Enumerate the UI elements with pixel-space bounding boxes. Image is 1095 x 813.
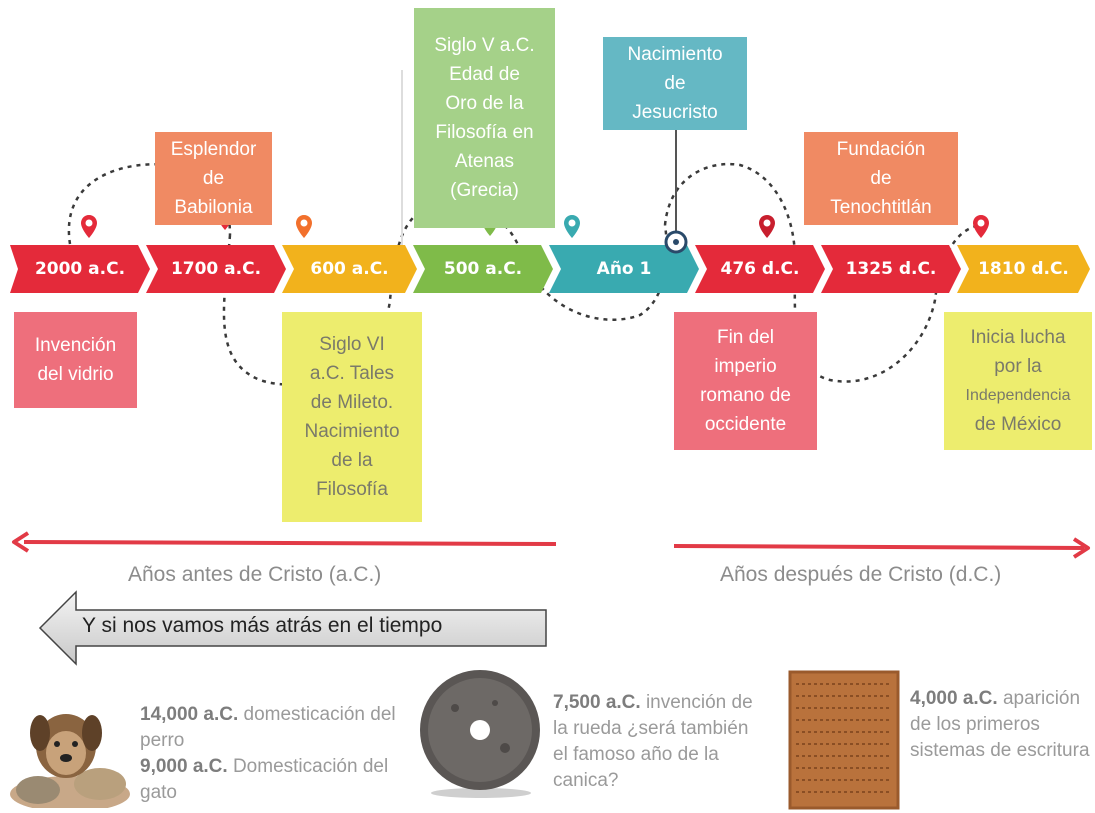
event-line: Fin del: [716, 327, 775, 348]
segment-label: 2000 a.C.: [34, 259, 126, 279]
event-line: Edad de: [449, 64, 520, 85]
event-line: Esplendor: [170, 139, 257, 160]
item-year: 9,000 a.C.: [140, 756, 228, 777]
segment-label: 1810 d.C.: [978, 259, 1069, 279]
item-year: 4,000 a.C.: [910, 688, 998, 709]
event-line: de la: [331, 450, 373, 471]
event-line: Filosofía en: [435, 122, 534, 143]
event-line: de México: [974, 414, 1062, 435]
segment-label: 1700 a.C.: [170, 259, 262, 279]
event-box-babilonia: Esplendor de Babilonia: [155, 132, 272, 225]
clay-tablet-image: [788, 670, 900, 810]
event-line: Inicia lucha: [970, 327, 1066, 348]
map-pin-icon: [296, 215, 312, 238]
timeline-segment: 1325 d.C.: [821, 245, 961, 293]
event-line: de: [202, 168, 225, 189]
event-box-vidrio: Invención del vidrio: [14, 312, 137, 408]
item-text-writing: 4,000 a.C. aparición de los primeros sis…: [910, 686, 1090, 764]
event-line: por la: [994, 356, 1042, 377]
event-line: Independencia: [965, 387, 1071, 404]
event-line: occidente: [704, 414, 787, 435]
event-line: a.C. Tales: [309, 363, 395, 384]
item-desc: domesticación del perro: [140, 704, 396, 751]
event-line: Nacimiento: [304, 421, 400, 442]
event-box-roma: Fin del imperio romano de occidente: [674, 312, 817, 450]
right-era-arrow-icon: [673, 537, 1090, 559]
timeline-segment: 500 a.C.: [413, 245, 553, 293]
timeline-segment: 476 d.C.: [695, 245, 825, 293]
era-before-label: Años antes de Cristo (a.C.): [128, 563, 382, 586]
segment-label: 476 d.C.: [720, 259, 800, 279]
event-line: de: [664, 73, 686, 94]
timeline-segment: Año 1: [549, 245, 699, 293]
event-line: Siglo VI: [319, 334, 385, 355]
timeline-segment: 2000 a.C.: [10, 245, 150, 293]
item-year: 7,500 a.C.: [553, 692, 641, 713]
item-text-dog-cat: 14,000 a.C. domesticación del perro 9,00…: [140, 702, 415, 806]
map-pin-icon: [81, 215, 97, 238]
back-arrow-label: Y si nos vamos más atrás en el tiempo: [82, 614, 443, 637]
target-icon: [664, 230, 688, 254]
event-line: (Grecia): [450, 180, 519, 201]
item-year: 14,000 a.C.: [140, 704, 239, 725]
event-line: Atenas: [454, 151, 515, 172]
event-line: Babilonia: [174, 197, 253, 218]
segment-label: 1325 d.C.: [845, 259, 937, 279]
event-line: Filosofía: [316, 479, 388, 500]
event-line: del vidrio: [37, 364, 114, 385]
event-line: Jesucristo: [632, 102, 718, 123]
event-line: de: [870, 168, 892, 189]
map-pin-icon: [759, 215, 775, 238]
divider-line: [401, 70, 403, 250]
back-arrow-shape: [38, 590, 547, 666]
map-pin-icon: [564, 215, 580, 238]
item-desc: invención de la rueda ¿será también el f…: [553, 692, 753, 791]
item-desc: aparición de los primeros sistemas de es…: [910, 688, 1090, 761]
event-line: romano de: [700, 385, 791, 406]
timeline-segment: 600 a.C.: [282, 245, 417, 293]
event-line: Oro de la: [445, 93, 524, 114]
dog-cat-image: [8, 698, 133, 808]
event-line: Fundación: [836, 139, 926, 160]
event-box-tenochtitlan: Fundación de Tenochtitlán: [804, 132, 958, 225]
event-box-atenas: Siglo V a.C. Edad de Oro de la Filosofía…: [414, 8, 555, 228]
item-text-wheel: 7,500 a.C. invención de la rueda ¿será t…: [553, 690, 763, 794]
event-box-tales: Siglo VI a.C. Tales de Mileto. Nacimient…: [282, 312, 422, 522]
stone-wheel-image: [420, 670, 540, 798]
segment-label: Año 1: [596, 259, 652, 279]
event-line: imperio: [714, 356, 777, 377]
event-box-jesucristo: Nacimiento de Jesucristo: [603, 37, 747, 130]
segment-label: 500 a.C.: [443, 259, 523, 279]
era-after-label: Años después de Cristo (d.C.): [720, 563, 1002, 586]
event-box-independencia: Inicia lucha por la Independencia de Méx…: [944, 312, 1092, 450]
timeline-segment: 1810 d.C.: [957, 245, 1090, 293]
event-line: Invención: [34, 335, 117, 356]
event-line: Siglo V a.C.: [434, 35, 535, 56]
segment-label: 600 a.C.: [310, 259, 389, 279]
timeline-segment: 1700 a.C.: [146, 245, 286, 293]
item-desc: Domesticación del gato: [140, 756, 389, 803]
event-line: Tenochtitlán: [830, 197, 932, 218]
left-era-arrow-icon: [12, 531, 557, 553]
event-line: de Mileto.: [310, 392, 394, 413]
event-line: Nacimiento: [627, 44, 723, 65]
map-pin-icon: [973, 215, 989, 238]
marker-line: [675, 130, 677, 240]
